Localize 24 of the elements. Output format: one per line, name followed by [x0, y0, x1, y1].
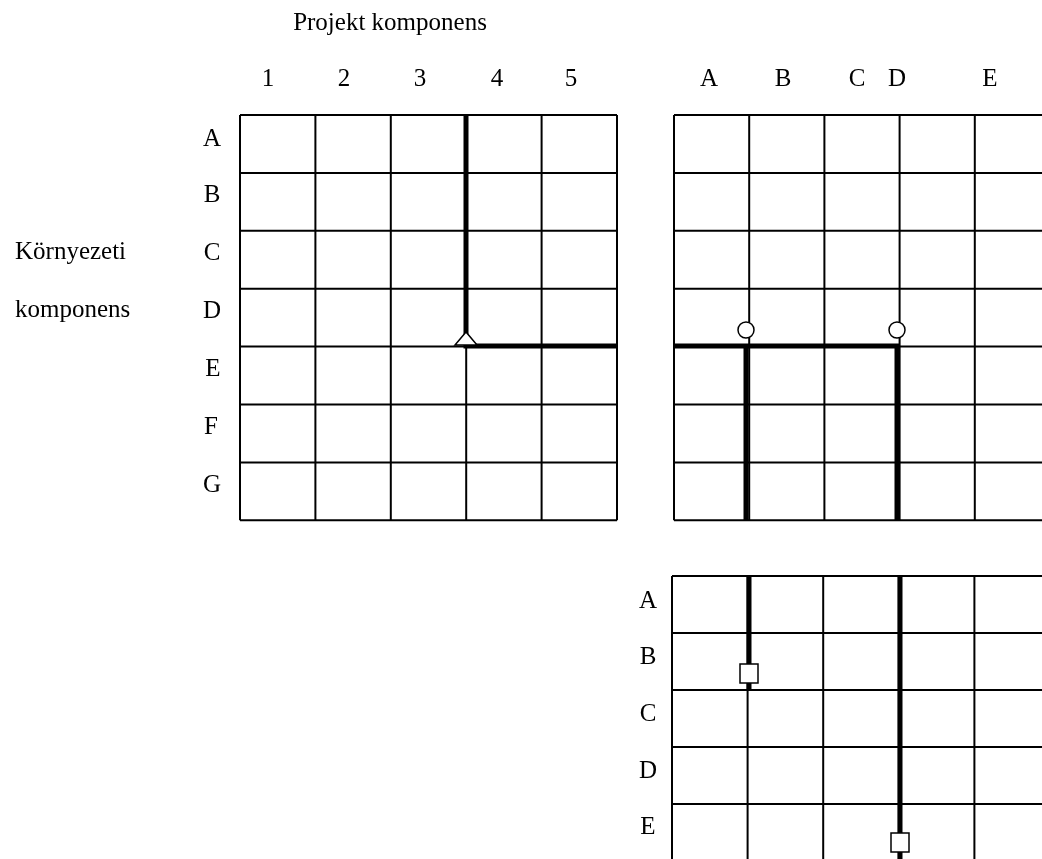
column-header: 4 [490, 64, 504, 92]
row-header: D [202, 296, 222, 324]
column-header: 5 [564, 64, 578, 92]
row-header: C [203, 238, 221, 266]
column-header: D [887, 64, 907, 92]
row-header: E [205, 354, 221, 382]
column-header: E [982, 64, 998, 92]
column-header: C [848, 64, 866, 92]
column-header: 2 [337, 64, 351, 92]
column-header: B [774, 64, 792, 92]
row-header: B [203, 180, 221, 208]
axis-title: Környezeti komponens [15, 236, 132, 324]
row-header: B [639, 642, 657, 670]
column-header: 3 [413, 64, 427, 92]
row-header: A [638, 586, 658, 614]
column-header: 1 [261, 64, 275, 92]
row-header: A [202, 124, 222, 152]
row-header: F [204, 412, 218, 440]
axis-title: Projekt komponens [293, 8, 487, 36]
row-header: G [202, 470, 222, 498]
row-header: D [638, 756, 658, 784]
row-header: C [639, 699, 657, 727]
column-header: A [699, 64, 719, 92]
row-header: E [640, 812, 656, 840]
